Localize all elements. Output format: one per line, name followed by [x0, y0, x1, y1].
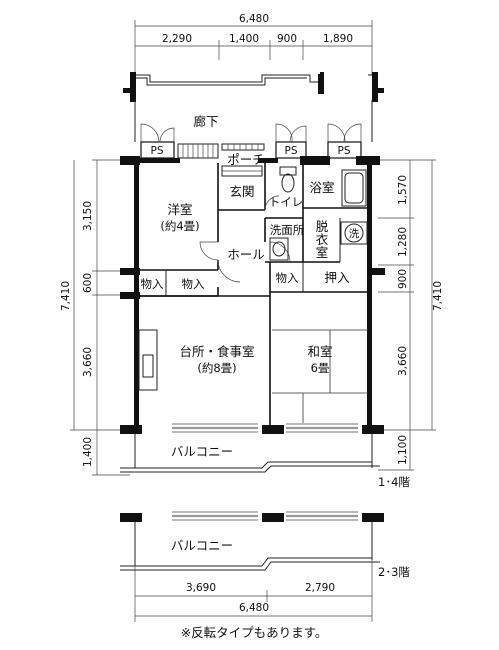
- tatami-layout: [272, 329, 368, 423]
- bottom-dimension-lines: [134, 560, 373, 622]
- dim-left-total: 7,410: [60, 281, 72, 311]
- reverse-type-note: ※反転タイプもあります。: [181, 625, 328, 640]
- interior-door-swings: [199, 195, 291, 283]
- dim-right-seg-5: 1,100: [397, 435, 409, 465]
- dim-left-seg-3: 3,660: [82, 347, 94, 377]
- dim-top-seg-1: 2,290: [162, 33, 192, 45]
- dim-bottom-total: 6,480: [239, 602, 269, 614]
- dressing-label-2: 衣: [316, 232, 329, 247]
- japanese-room-size: 6畳: [311, 361, 330, 375]
- dim-bottom-seg-2: 2,790: [305, 582, 335, 594]
- kitchen-counter: [138, 329, 158, 391]
- dim-top-total: 6,480: [239, 13, 269, 25]
- kitchen-dining-label: 台所・食事室: [179, 344, 254, 359]
- dim-left-seg-4: 1,400: [82, 437, 94, 467]
- japanese-room-label: 和室: [307, 344, 332, 359]
- storage-a-label: 物入: [141, 277, 164, 291]
- dressing-label-1: 脱: [316, 219, 329, 234]
- dressing-label-3: 室: [316, 245, 329, 260]
- washbasin: [269, 237, 289, 261]
- toilet-fixture: [279, 166, 297, 193]
- bathtub: [341, 169, 367, 207]
- dim-right-seg-3: 900: [397, 269, 409, 289]
- toilet-label: トイレ: [269, 195, 304, 209]
- floor-label-1-4: 1･4階: [378, 475, 410, 489]
- corridor-structure: [123, 72, 384, 142]
- balcony-1-outline: [120, 434, 380, 473]
- washer-label: 洗: [349, 228, 360, 240]
- interior-partitions: [137, 163, 370, 425]
- western-room-label: 洋室: [167, 202, 192, 217]
- porch-label: ポーチ: [227, 152, 265, 167]
- ps-label-3: PS: [338, 145, 351, 157]
- entrance-label: 玄関: [229, 184, 254, 199]
- entrance-step: [221, 165, 263, 177]
- balcony-2-structure: [120, 511, 384, 571]
- dim-bottom-seg-1: 3,690: [186, 582, 216, 594]
- porch-step-hatch: [177, 143, 265, 159]
- dim-right-seg-2: 1,280: [397, 227, 409, 257]
- closet-label: 押入: [324, 270, 350, 285]
- unit-walls: [120, 156, 385, 434]
- storage-c-label: 物入: [276, 271, 299, 285]
- hall-label: ホール: [227, 247, 265, 262]
- washroom-label: 洗面所: [270, 223, 305, 237]
- dim-top-seg-4: 1,890: [323, 33, 353, 45]
- western-room-size: (約4畳): [160, 219, 199, 233]
- bath-label: 浴室: [309, 180, 334, 195]
- balcony-2-label: バルコニー: [171, 538, 233, 553]
- ps-box-3: [327, 141, 362, 159]
- dim-right-total: 7,410: [432, 281, 444, 311]
- corridor-door-swings: [140, 123, 362, 143]
- dim-top-seg-3: 900: [277, 33, 297, 45]
- balcony-windows: [172, 423, 358, 433]
- dim-right-seg-4: 3,660: [397, 346, 409, 376]
- dim-right-seg-1: 1,570: [397, 175, 409, 205]
- ps-box-2: [275, 141, 307, 159]
- dim-left-seg-1: 3,150: [82, 201, 94, 231]
- ps-label-1: PS: [151, 145, 164, 157]
- kitchen-dining-size: (約8畳): [197, 361, 236, 375]
- storage-b-label: 物入: [182, 277, 205, 291]
- ps-label-2: PS: [285, 145, 298, 157]
- dim-left-seg-2: 600: [82, 273, 94, 293]
- top-dimension-lines: [134, 20, 373, 75]
- dim-top-seg-2: 1,400: [229, 33, 259, 45]
- right-dimension-lines: [378, 159, 436, 471]
- washer-space: [340, 221, 368, 245]
- balcony-1-label: バルコニー: [171, 444, 233, 459]
- corridor-label: 廊下: [193, 114, 218, 129]
- floor-label-2-3: 2･3階: [378, 565, 410, 579]
